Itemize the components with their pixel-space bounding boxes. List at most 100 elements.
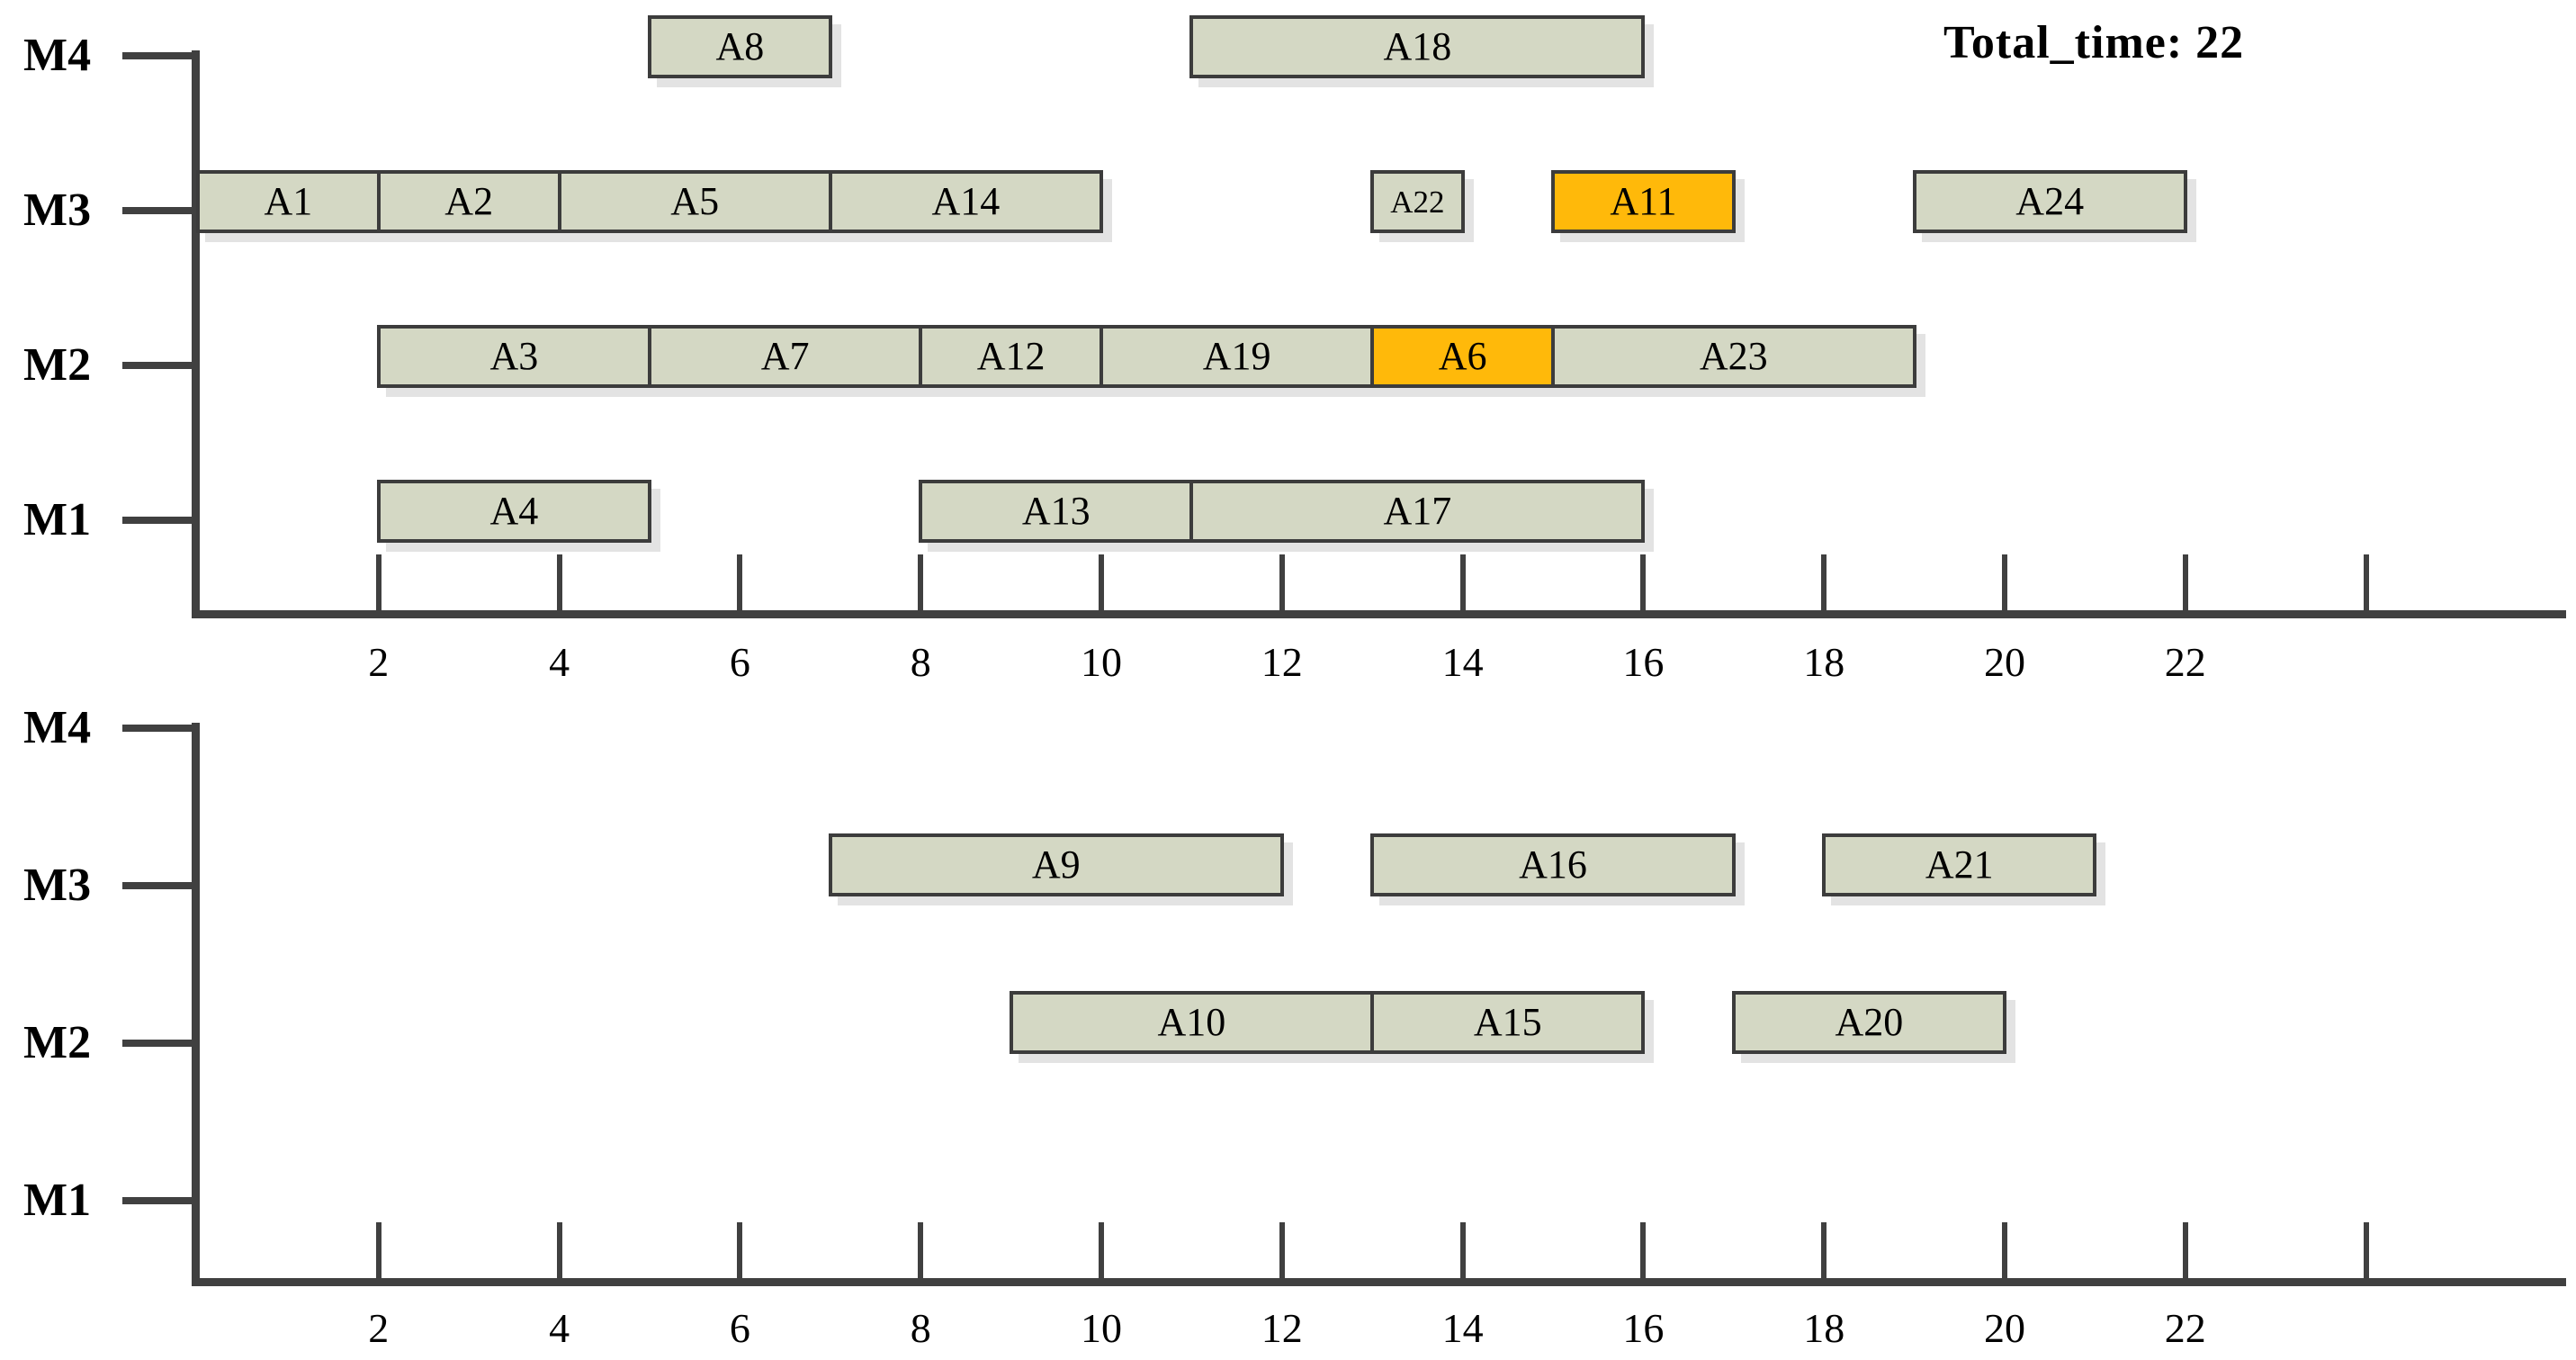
x-axis-tick <box>737 1222 743 1278</box>
x-axis-tick <box>1821 554 1827 610</box>
machine-label-m4: M4 <box>23 702 92 753</box>
x-tick-label: 4 <box>549 639 570 685</box>
task-bar-a13: A13 <box>919 480 1194 543</box>
task-bar-a7: A7 <box>648 325 923 388</box>
x-axis-tick <box>556 1222 562 1278</box>
x-axis-tick <box>375 554 381 610</box>
x-axis-tick <box>2002 1222 2007 1278</box>
x-axis-line <box>192 610 2566 618</box>
task-bar-a15: A15 <box>1370 991 1646 1054</box>
x-axis-tick <box>556 554 562 610</box>
x-axis-tick <box>1459 1222 1466 1278</box>
x-tick-label: 6 <box>729 1305 750 1351</box>
machine-axis-tick <box>122 1197 198 1204</box>
task-bar-a14: A14 <box>828 170 1103 233</box>
x-axis-tick <box>1459 554 1466 610</box>
task-label: A11 <box>1610 179 1677 223</box>
x-tick-label: 4 <box>549 1305 570 1351</box>
task-label: A21 <box>1925 842 1994 887</box>
x-axis-tick <box>2363 1222 2369 1278</box>
task-label: A2 <box>444 179 494 223</box>
task-label: A14 <box>931 179 1001 223</box>
machine-axis-tick <box>122 52 198 59</box>
task-bar-a17: A17 <box>1189 480 1646 543</box>
machine-label-m4: M4 <box>23 30 92 81</box>
x-tick-label: 22 <box>2164 1305 2206 1351</box>
x-axis-tick <box>918 554 924 610</box>
task-bar-a24: A24 <box>1912 170 2187 233</box>
x-tick-label: 18 <box>1803 1305 1845 1351</box>
task-label: A17 <box>1383 489 1452 533</box>
x-axis-tick <box>1099 1222 1104 1278</box>
task-label: A20 <box>1835 1000 1904 1044</box>
machine-axis-tick <box>122 517 198 524</box>
x-tick-label: 10 <box>1081 639 1122 685</box>
machine-label-m3: M3 <box>23 185 92 236</box>
x-tick-label: 2 <box>368 639 390 685</box>
task-bar-a5: A5 <box>557 170 832 233</box>
machine-label-m2: M2 <box>23 339 92 391</box>
machine-axis-tick <box>122 1040 198 1047</box>
task-label: A4 <box>489 489 539 533</box>
x-axis-line <box>192 1278 2566 1286</box>
task-label: A19 <box>1202 334 1271 378</box>
task-bar-a22: A22 <box>1370 170 1465 233</box>
task-bar-a6: A6 <box>1370 325 1555 388</box>
task-label: A9 <box>1031 842 1081 887</box>
x-axis-tick <box>1099 554 1104 610</box>
task-bar-a1: A1 <box>196 170 381 233</box>
x-axis-tick <box>2182 554 2188 610</box>
x-tick-label: 16 <box>1622 1305 1665 1351</box>
task-bar-a3: A3 <box>376 325 651 388</box>
machine-label-m3: M3 <box>23 860 92 911</box>
task-label: A3 <box>489 334 539 378</box>
x-axis-tick <box>2363 554 2369 610</box>
task-bar-a16: A16 <box>1370 833 1736 896</box>
x-axis-tick <box>2002 554 2007 610</box>
machine-label-m1: M1 <box>23 1175 92 1226</box>
machine-axis-tick <box>122 725 198 732</box>
x-tick-label: 8 <box>910 639 931 685</box>
task-bar-a23: A23 <box>1551 325 1916 388</box>
task-label: A1 <box>264 179 313 223</box>
task-bar-a19: A19 <box>1100 325 1375 388</box>
task-bar-a10: A10 <box>1009 991 1375 1054</box>
task-bar-a4: A4 <box>376 480 651 543</box>
x-axis-tick <box>2182 1222 2188 1278</box>
task-label: A5 <box>670 179 720 223</box>
task-bar-a11: A11 <box>1551 170 1736 233</box>
task-bar-a2: A2 <box>376 170 561 233</box>
x-tick-label: 22 <box>2164 639 2206 685</box>
task-bar-a8: A8 <box>648 15 832 78</box>
task-label: A6 <box>1438 334 1487 378</box>
y-axis-line <box>192 50 200 618</box>
task-label: A8 <box>715 24 765 68</box>
x-axis-tick <box>1640 554 1647 610</box>
total-time-label: Total_time: 22 <box>1943 17 2245 68</box>
task-label: A12 <box>976 334 1046 378</box>
x-tick-label: 20 <box>1984 639 2025 685</box>
x-axis-tick <box>1821 1222 1827 1278</box>
task-bar-a21: A21 <box>1822 833 2097 896</box>
x-axis-tick <box>1279 554 1285 610</box>
x-axis-tick <box>737 554 743 610</box>
machine-axis-tick <box>122 882 198 889</box>
x-axis-tick <box>1279 1222 1285 1278</box>
x-axis-tick <box>1640 1222 1647 1278</box>
task-label: A24 <box>2015 179 2085 223</box>
task-label: A18 <box>1383 24 1452 68</box>
task-bar-a12: A12 <box>919 325 1103 388</box>
y-axis-line <box>192 723 200 1286</box>
task-bar-a20: A20 <box>1731 991 2006 1054</box>
x-tick-label: 6 <box>729 639 750 685</box>
x-tick-label: 14 <box>1441 1305 1484 1351</box>
x-tick-label: 18 <box>1803 639 1845 685</box>
x-tick-label: 14 <box>1441 639 1484 685</box>
machine-axis-tick <box>122 362 198 369</box>
x-axis-tick <box>918 1222 924 1278</box>
x-tick-label: 2 <box>368 1305 390 1351</box>
x-tick-label: 20 <box>1984 1305 2025 1351</box>
x-tick-label: 16 <box>1622 639 1665 685</box>
x-tick-label: 8 <box>910 1305 931 1351</box>
